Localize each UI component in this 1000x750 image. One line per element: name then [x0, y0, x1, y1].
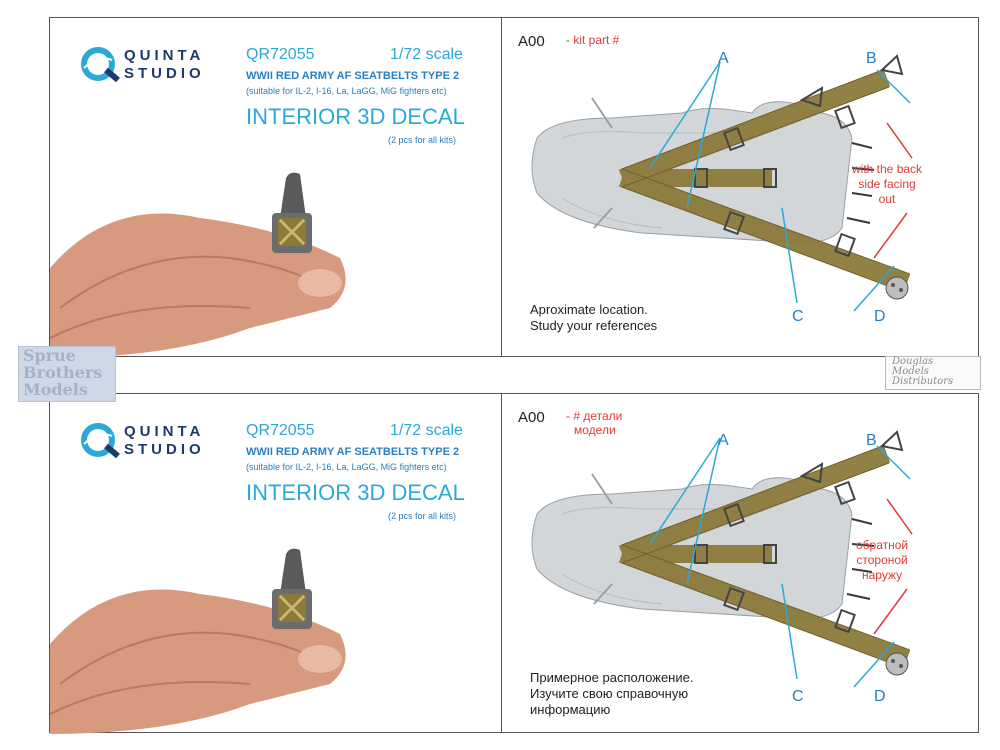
part-label: - # детали модели: [566, 409, 622, 437]
product-decal-type: INTERIOR 3D DECAL: [246, 480, 465, 505]
part-code: A00: [518, 33, 545, 50]
diagram-letter-d: D: [874, 688, 886, 705]
product-subtitle: (suitable for IL-2, I-16, La, LaGG, MiG …: [246, 462, 447, 472]
seat-icon: [280, 172, 306, 218]
product-code: QR72055: [246, 46, 315, 63]
part-label-line: модели: [574, 423, 616, 437]
note-line: side facing: [858, 177, 916, 191]
part-code: A00: [518, 409, 545, 426]
quinta-logo: QUINTA STUDIO: [78, 420, 238, 460]
diagram-letter-a: A: [718, 50, 729, 67]
part-label: - kit part #: [566, 33, 620, 47]
approx-line: Aproximate location.: [530, 302, 648, 317]
watermark-line: Douglas: [892, 356, 934, 367]
hand-holding-seat-photo: [50, 548, 346, 734]
diagram-letter-c: C: [792, 308, 804, 325]
product-code: QR72055: [246, 422, 315, 439]
sprue-brothers-watermark: Sprue Brothers Models: [18, 346, 116, 402]
approx-line: Примерное расположение.: [530, 670, 694, 685]
approx-line: Study your references: [530, 318, 658, 333]
brand-line-1: QUINTA: [124, 423, 205, 440]
buckle-icon: [694, 430, 904, 634]
orientation-note: with the back side facing out: [852, 162, 922, 207]
buckle-icon: [694, 54, 904, 258]
instruction-sheet-russian: QUINTA STUDIO QR72055 1/72 scale WWII RE…: [49, 393, 979, 734]
brand-line-1: QUINTA: [124, 47, 205, 64]
sheet-divider: [501, 18, 502, 356]
seatbelt-diagram: [531, 54, 913, 312]
diagram-letter-a: A: [718, 432, 729, 449]
product-title: WWII RED ARMY AF SEATBELTS TYPE 2: [246, 70, 460, 82]
douglas-models-watermark: Douglas Models Distributors: [885, 356, 981, 390]
watermark-line: Sprue: [23, 346, 76, 365]
diagram-letter-c: C: [792, 688, 804, 705]
product-decal-type: INTERIOR 3D DECAL: [246, 104, 465, 129]
quinta-logo: QUINTA STUDIO: [78, 44, 238, 84]
approx-line: Изучите свою справочную: [530, 686, 689, 701]
diagram-letter-d: D: [874, 308, 886, 325]
seatbelt-diagram: [531, 430, 913, 688]
quinta-logo-icon: [81, 423, 120, 459]
note-line: наружу: [862, 568, 903, 582]
watermark-line: Models: [23, 380, 88, 399]
quinta-logo-icon: [81, 47, 120, 83]
product-title: WWII RED ARMY AF SEATBELTS TYPE 2: [246, 446, 460, 458]
seat-icon: [280, 548, 306, 594]
product-scale: 1/72 scale: [390, 422, 463, 439]
diagram-letter-b: B: [866, 432, 877, 449]
hand-holding-seat-photo: [50, 172, 346, 358]
watermark-line: Distributors: [892, 376, 954, 387]
approx-line: информацию: [530, 702, 611, 717]
sheet-divider: [501, 394, 502, 732]
approximate-location-note: Примерное расположение. Изучите свою спр…: [530, 670, 693, 718]
watermark-line: Brothers: [23, 363, 103, 382]
brand-line-2: STUDIO: [124, 441, 205, 458]
note-line: обратной: [856, 538, 909, 552]
part-label-line: - # детали: [566, 409, 623, 423]
note-line: with the back: [852, 162, 923, 176]
diagram-letter-b: B: [866, 50, 877, 67]
product-subtitle: (suitable for IL-2, I-16, La, LaGG, MiG …: [246, 86, 447, 96]
brand-line-2: STUDIO: [124, 65, 205, 82]
product-scale: 1/72 scale: [390, 46, 463, 63]
product-pcs: (2 pcs for all kits): [388, 511, 457, 521]
orientation-note: обратной стороной наружу: [856, 538, 908, 583]
note-line: стороной: [856, 553, 908, 567]
instruction-sheet-english: QUINTA STUDIO QR72055 1/72 scale WWII RE…: [49, 17, 979, 358]
product-pcs: (2 pcs for all kits): [388, 135, 457, 145]
note-line: out: [878, 192, 896, 206]
watermark-line: Models: [892, 366, 929, 377]
approximate-location-note: Aproximate location. Study your referenc…: [530, 302, 657, 334]
